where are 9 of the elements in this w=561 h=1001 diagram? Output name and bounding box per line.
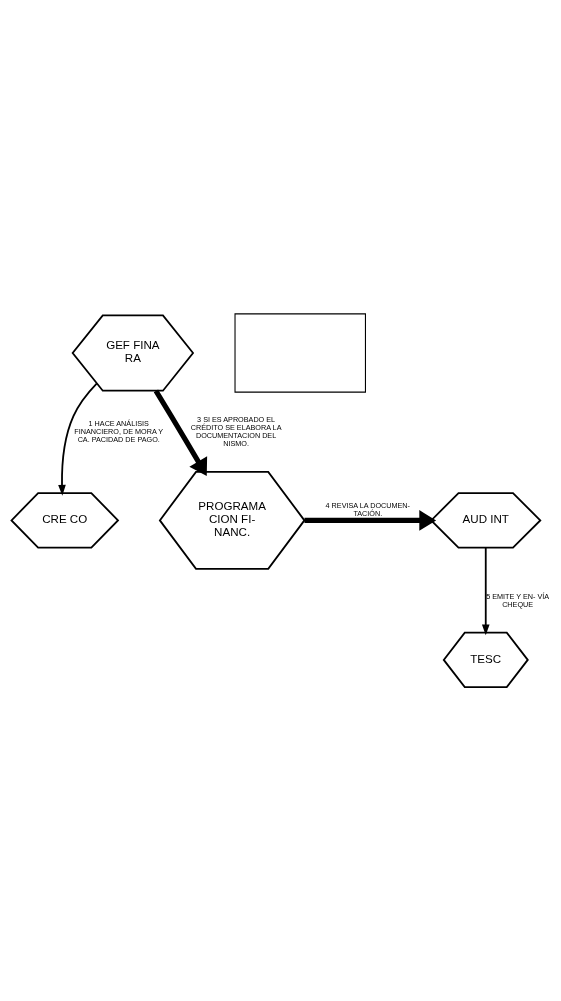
arrow xyxy=(58,382,98,496)
edge-label: 5 EMITE Y EN- VÍA CHEQUE xyxy=(486,591,550,609)
node-box xyxy=(234,313,366,393)
arrow xyxy=(153,389,208,476)
edge-label: 4 REVISA LA DOCUMEN- TACIÓN. xyxy=(325,501,411,519)
arrow xyxy=(304,510,437,531)
edge-label: 3 SI ES APROBADO EL CRÉDITO SE ELABORA LA DOCUMENTACION DEL NISMO. xyxy=(190,414,282,448)
edge-label: 1 HACE ANÁLISIS FINANCIERO, DE MORA Y CA. PACIDAD DE PAGO. xyxy=(74,418,164,444)
arrow xyxy=(481,546,490,636)
